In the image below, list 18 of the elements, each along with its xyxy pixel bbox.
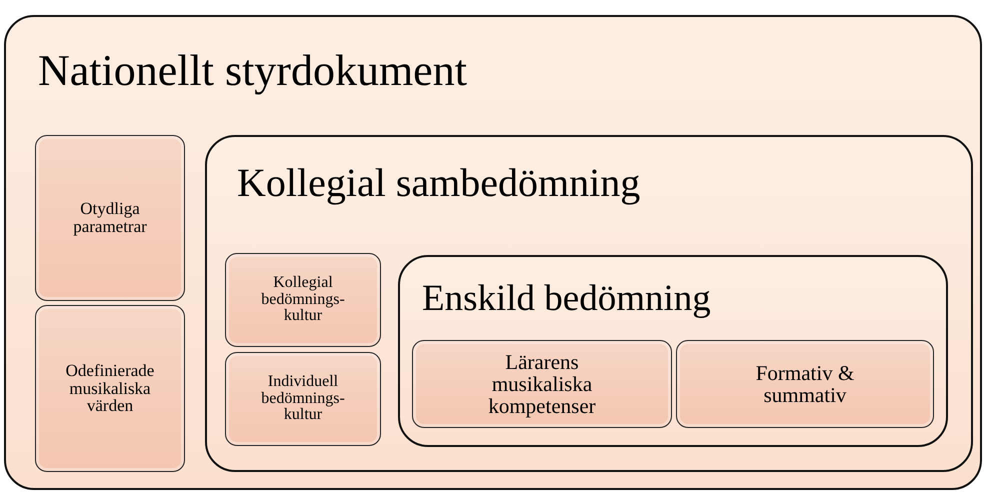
rounded-box [225,352,381,446]
container-panel [398,255,948,447]
box-text: Individuell bedömnings- kultur [260,374,346,424]
box-text: Formativ & summativ [754,362,856,406]
container-panel [205,135,973,472]
rounded-box [412,340,672,428]
container-panel [4,15,982,490]
panel-heading: Nationellt styrdokument [38,47,467,96]
box-text: Odefinierade musikaliska värden [64,362,156,416]
rounded-box [35,305,185,472]
box-text: Otydliga parametrar [72,200,148,236]
panel-heading: Kollegial sambedömning [237,161,640,205]
rounded-box [676,340,934,428]
rounded-box [225,253,381,347]
panel-heading: Enskild bedömning [422,279,711,320]
box-text: Kollegial bedömnings- kultur [260,274,346,326]
rounded-box [35,135,185,301]
box-text: Lärarens musikaliska kompetenser [487,350,597,418]
